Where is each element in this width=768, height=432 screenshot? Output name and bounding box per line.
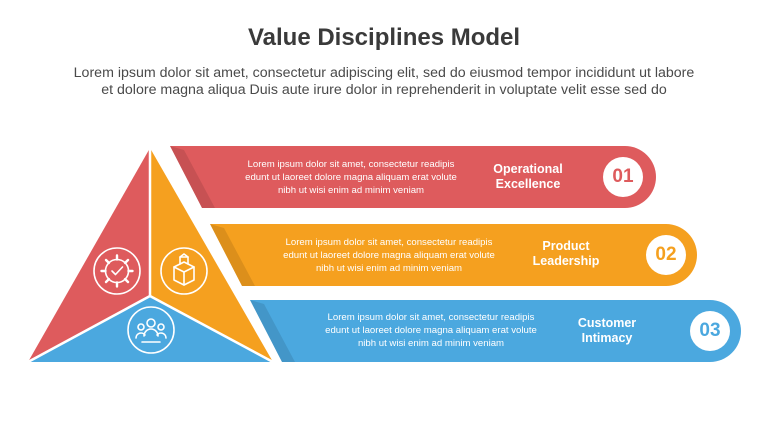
band-3-number: 03 [690, 311, 730, 351]
page-title: Value Disciplines Model [247, 24, 521, 51]
subtitle-line-1: Lorem ipsum dolor sit amet, consectetur … [73, 65, 695, 81]
band-3-description: Lorem ipsum dolor sit amet, consectetur … [296, 311, 566, 350]
gear-check-icon [93, 247, 141, 295]
band-2-shape [210, 224, 697, 286]
customer-group-icon [127, 306, 175, 354]
band-3-label: Customer Intimacy [552, 316, 662, 346]
triangle [27, 148, 274, 364]
band-2-number: 02 [646, 235, 686, 275]
band-1-number: 01 [603, 157, 643, 197]
band-2-desc-line-1: Lorem ipsum dolor sit amet, consectetur … [285, 237, 493, 248]
band-3-shape [250, 300, 741, 362]
band-2-desc-line-3: nibh ut wisi enim ad minim veniam [315, 263, 463, 274]
band-2-label: Product Leadership [511, 239, 621, 269]
band-2-label-line-2: Leadership [532, 254, 600, 268]
triangle-sector-orange [150, 148, 273, 362]
band-3-desc-line-1: Lorem ipsum dolor sit amet, consectetur … [327, 312, 535, 323]
band-1-desc-line-1: Lorem ipsum dolor sit amet, consectetur … [247, 159, 455, 170]
product-box-icon [160, 247, 208, 295]
band-1-desc-line-2: edunt ut laoreet dolore magna aliquam er… [245, 172, 457, 183]
band-1-label: Operational Excellence [473, 162, 583, 192]
band-1-label-line-2: Excellence [495, 177, 561, 191]
band-2-label-line-1: Product [542, 239, 590, 253]
page-subtitle: Lorem ipsum dolor sit amet, consectetur … [20, 65, 748, 99]
band-1-shape [170, 146, 656, 208]
subtitle-line-2: et dolore magna aliqua Duis aute irure d… [101, 82, 667, 98]
band-3-desc-line-2: edunt ut laoreet dolore magna aliquam er… [325, 325, 537, 336]
band-1-desc-line-3: nibh ut wisi enim ad minim veniam [277, 185, 425, 196]
band-1-description: Lorem ipsum dolor sit amet, consectetur … [216, 158, 486, 197]
band-3-label-line-2: Intimacy [581, 331, 633, 345]
triangle-sector-red [28, 148, 150, 362]
band-3-label-line-1: Customer [577, 316, 637, 330]
band-3-desc-line-3: nibh ut wisi enim ad minim veniam [357, 338, 505, 349]
band-2-desc-line-2: edunt ut laoreet dolore magna aliquam er… [283, 250, 495, 261]
band-2-description: Lorem ipsum dolor sit amet, consectetur … [254, 236, 524, 275]
band-1-label-line-1: Operational [493, 162, 563, 176]
